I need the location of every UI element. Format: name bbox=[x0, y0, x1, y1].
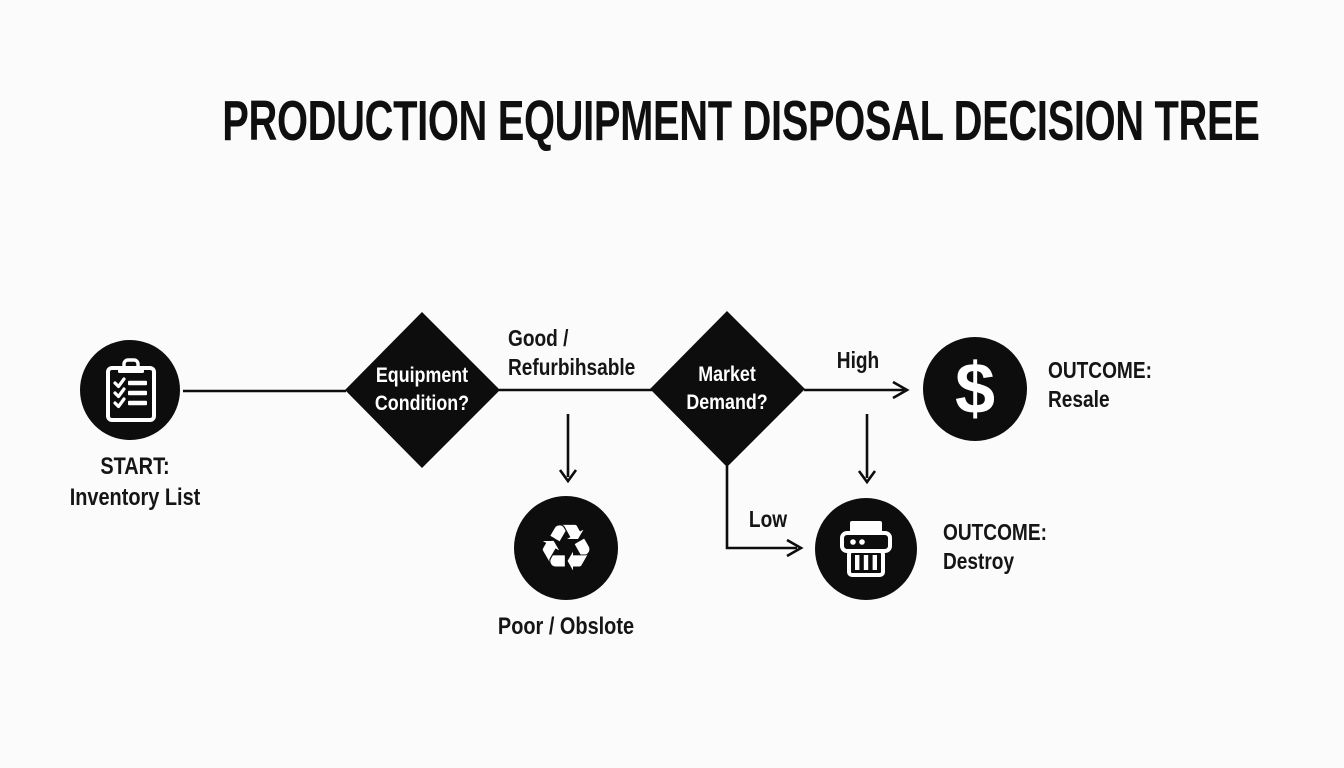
recycle-node: ♻ bbox=[514, 496, 618, 600]
equipment-condition-label-line1: Equipment bbox=[375, 364, 469, 387]
equipment-condition-label: Equipment Condition? bbox=[346, 362, 499, 418]
branch-label-good-line2: Refurbihsable bbox=[508, 354, 636, 381]
outcome-resale-line1: OUTCOME: bbox=[1048, 357, 1152, 383]
branch-label-good-line1: Good / bbox=[508, 325, 569, 351]
shredder-icon bbox=[840, 521, 892, 577]
market-demand-label-line2: Demand? bbox=[686, 390, 768, 414]
start-label-line1: START: bbox=[100, 453, 170, 480]
branch-label-high: High bbox=[836, 347, 880, 373]
outcome-resale-label: OUTCOME: Resale bbox=[1048, 356, 1152, 415]
recycle-icon: ♻ bbox=[537, 512, 594, 586]
start-label: START: Inventory List bbox=[35, 452, 234, 513]
page-title-text: PRODUCTION EQUIPMENT DISPOSAL DECISION T… bbox=[222, 89, 1260, 153]
branch-label-low: Low bbox=[748, 506, 788, 532]
equipment-condition-label-line2: Condition? bbox=[374, 391, 470, 415]
start-node-circle bbox=[80, 340, 180, 440]
resale-node-circle bbox=[923, 337, 1027, 441]
arrow-down-to-recycle bbox=[558, 414, 578, 484]
start-label-line2: Inventory List bbox=[69, 483, 201, 511]
arrow-down-to-destroy bbox=[857, 414, 877, 485]
arrow-high-to-resale bbox=[804, 380, 910, 400]
branch-label-good: Good / Refurbihsable bbox=[508, 324, 635, 383]
market-demand-label-line1: Market bbox=[698, 363, 756, 386]
market-demand-label: Market Demand? bbox=[651, 361, 804, 417]
outcome-destroy-line1: OUTCOME: bbox=[943, 519, 1047, 545]
dollar-icon: $ bbox=[955, 349, 995, 429]
recycle-label: Poor / Obslote bbox=[497, 613, 635, 640]
decision-diamond-equipment-condition bbox=[345, 312, 500, 468]
outcome-destroy-line2: Destroy bbox=[943, 548, 1015, 575]
arrow-low-to-destroy bbox=[725, 466, 804, 558]
recycle-node-circle bbox=[514, 496, 618, 600]
resale-node: $ bbox=[923, 337, 1027, 441]
decision-diamond-market-demand bbox=[650, 311, 805, 467]
clipboard-checklist-icon bbox=[106, 358, 156, 422]
start-node bbox=[80, 340, 180, 440]
page-title: PRODUCTION EQUIPMENT DISPOSAL DECISION T… bbox=[0, 88, 1344, 154]
outcome-resale-line2: Resale bbox=[1048, 386, 1110, 413]
destroy-node bbox=[815, 498, 917, 600]
outcome-destroy-label: OUTCOME: Destroy bbox=[943, 518, 1047, 577]
